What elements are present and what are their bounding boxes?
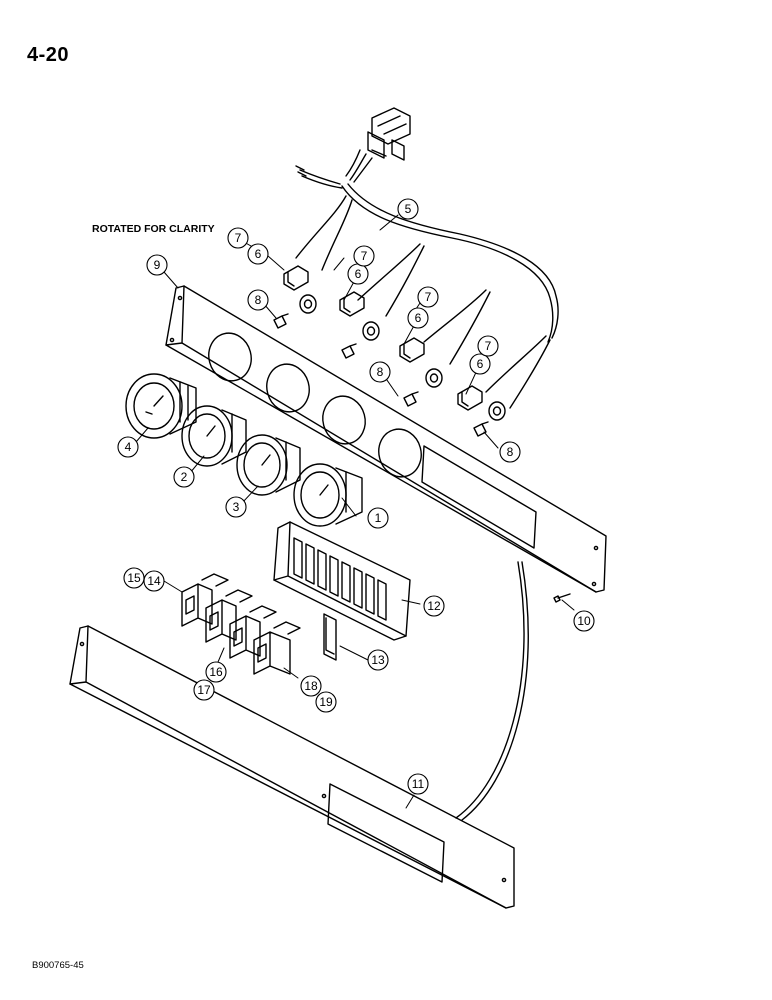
gauges — [125, 373, 363, 527]
svg-text:7: 7 — [361, 249, 368, 263]
callouts: 1 2 3 4 5 6 6 6 6 7 7 7 7 8 8 8 9 10 11 … — [117, 198, 595, 795]
svg-text:4: 4 — [125, 440, 132, 454]
callout-5: 5 — [397, 198, 419, 220]
svg-text:15: 15 — [127, 571, 141, 585]
callout-7c: 7 — [417, 286, 439, 308]
callout-15: 15 — [123, 567, 145, 589]
bulb-sockets — [299, 294, 506, 421]
bulbs — [273, 313, 489, 437]
callout-8a: 8 — [247, 289, 269, 311]
callout-2: 2 — [173, 466, 195, 488]
connectors — [283, 265, 483, 411]
svg-text:9: 9 — [154, 258, 161, 272]
gauge-4 — [125, 373, 197, 439]
callout-6d: 6 — [469, 353, 491, 375]
svg-text:8: 8 — [507, 445, 514, 459]
svg-text:8: 8 — [255, 293, 262, 307]
screw — [553, 593, 571, 603]
callout-6c: 6 — [407, 307, 429, 329]
callout-1: 1 — [367, 507, 389, 529]
svg-text:3: 3 — [233, 500, 240, 514]
svg-text:17: 17 — [197, 683, 211, 697]
leader-lines — [135, 214, 575, 809]
svg-text:19: 19 — [319, 695, 333, 709]
callout-4: 4 — [117, 436, 139, 458]
callout-11: 11 — [407, 773, 429, 795]
svg-text:8: 8 — [377, 365, 384, 379]
callout-17: 17 — [193, 679, 215, 701]
callout-8b: 8 — [369, 361, 391, 383]
callout-3: 3 — [225, 496, 247, 518]
svg-text:16: 16 — [209, 665, 223, 679]
figure-code: B900765-45 — [32, 960, 84, 971]
gauge-2 — [181, 405, 247, 467]
callout-19: 19 — [315, 691, 337, 713]
svg-text:6: 6 — [255, 247, 262, 261]
callout-7b: 7 — [353, 245, 375, 267]
callout-12: 12 — [423, 595, 445, 617]
svg-text:6: 6 — [355, 267, 362, 281]
svg-text:7: 7 — [235, 231, 242, 245]
svg-text:5: 5 — [405, 202, 412, 216]
callout-14: 14 — [143, 570, 165, 592]
callout-7d: 7 — [477, 335, 499, 357]
svg-text:14: 14 — [147, 574, 161, 588]
svg-text:12: 12 — [427, 599, 441, 613]
rocker-switches — [181, 573, 301, 675]
callout-6a: 6 — [247, 243, 269, 265]
lower-panel — [69, 625, 515, 909]
harness-connector — [295, 107, 411, 189]
ground-wire — [461, 561, 529, 821]
callout-16: 16 — [205, 661, 227, 683]
svg-text:10: 10 — [577, 614, 591, 628]
svg-text:6: 6 — [415, 311, 422, 325]
svg-text:1: 1 — [375, 511, 382, 525]
svg-text:11: 11 — [412, 777, 425, 791]
switch-bezel — [273, 521, 411, 641]
svg-text:7: 7 — [485, 339, 492, 353]
callout-13: 13 — [367, 649, 389, 671]
svg-text:7: 7 — [425, 290, 432, 304]
callout-18: 18 — [300, 675, 322, 697]
callout-10: 10 — [573, 610, 595, 632]
svg-text:6: 6 — [477, 357, 484, 371]
cover-plate — [323, 613, 337, 661]
callout-8c: 8 — [499, 441, 521, 463]
callout-9: 9 — [146, 254, 168, 276]
svg-text:18: 18 — [304, 679, 318, 693]
page-number: 4-20 — [27, 44, 70, 66]
gauge-1 — [293, 463, 363, 527]
svg-text:13: 13 — [371, 653, 385, 667]
ground-wire-2 — [455, 561, 525, 819]
upper-panel — [165, 285, 607, 593]
svg-text:2: 2 — [181, 470, 188, 484]
callout-7a: 7 — [227, 227, 249, 249]
callout-6b: 6 — [347, 263, 369, 285]
rotated-note: ROTATED FOR CLARITY — [92, 223, 215, 235]
wire-harness — [295, 183, 559, 409]
gauge-3 — [236, 434, 301, 496]
